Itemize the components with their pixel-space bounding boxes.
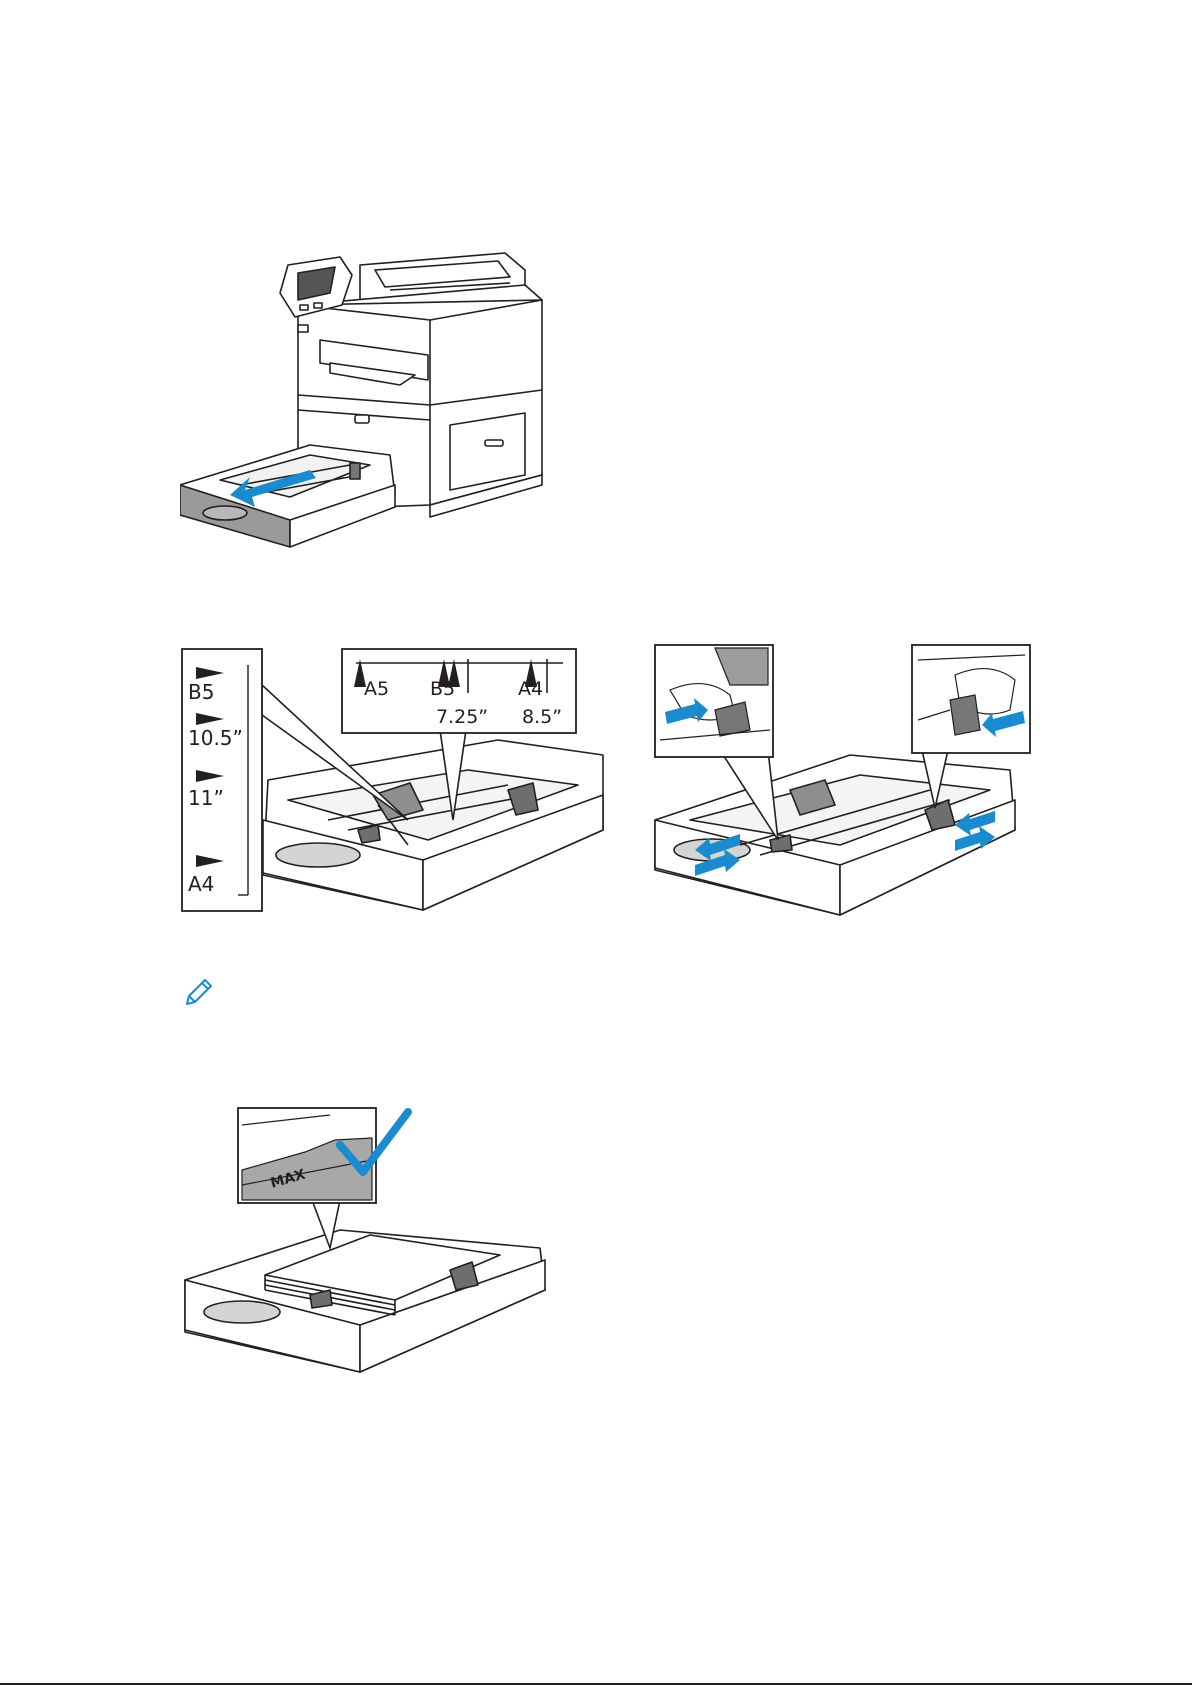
pencil-note-icon [183, 978, 213, 1008]
max-fill-figure: MAX [180, 1100, 560, 1380]
guide-adjust-figure [650, 640, 1042, 925]
printer-tray-pull-figure [180, 245, 570, 580]
width-label-7-25: 7.25” [436, 706, 488, 728]
length-label-10-5: 10.5” [188, 726, 243, 750]
width-label-8-5: 8.5” [522, 706, 562, 728]
width-label-a4: A4 [518, 678, 543, 700]
tray-scale-figure: B5 10.5” 11” A4 A5 B5 A4 7.25” 8.5” [178, 645, 618, 925]
length-label-a4: A4 [188, 872, 214, 896]
width-label-a5: A5 [364, 678, 389, 700]
length-label-b5: B5 [188, 680, 214, 704]
width-label-b5: B5 [430, 678, 455, 700]
length-label-11: 11” [188, 786, 224, 810]
